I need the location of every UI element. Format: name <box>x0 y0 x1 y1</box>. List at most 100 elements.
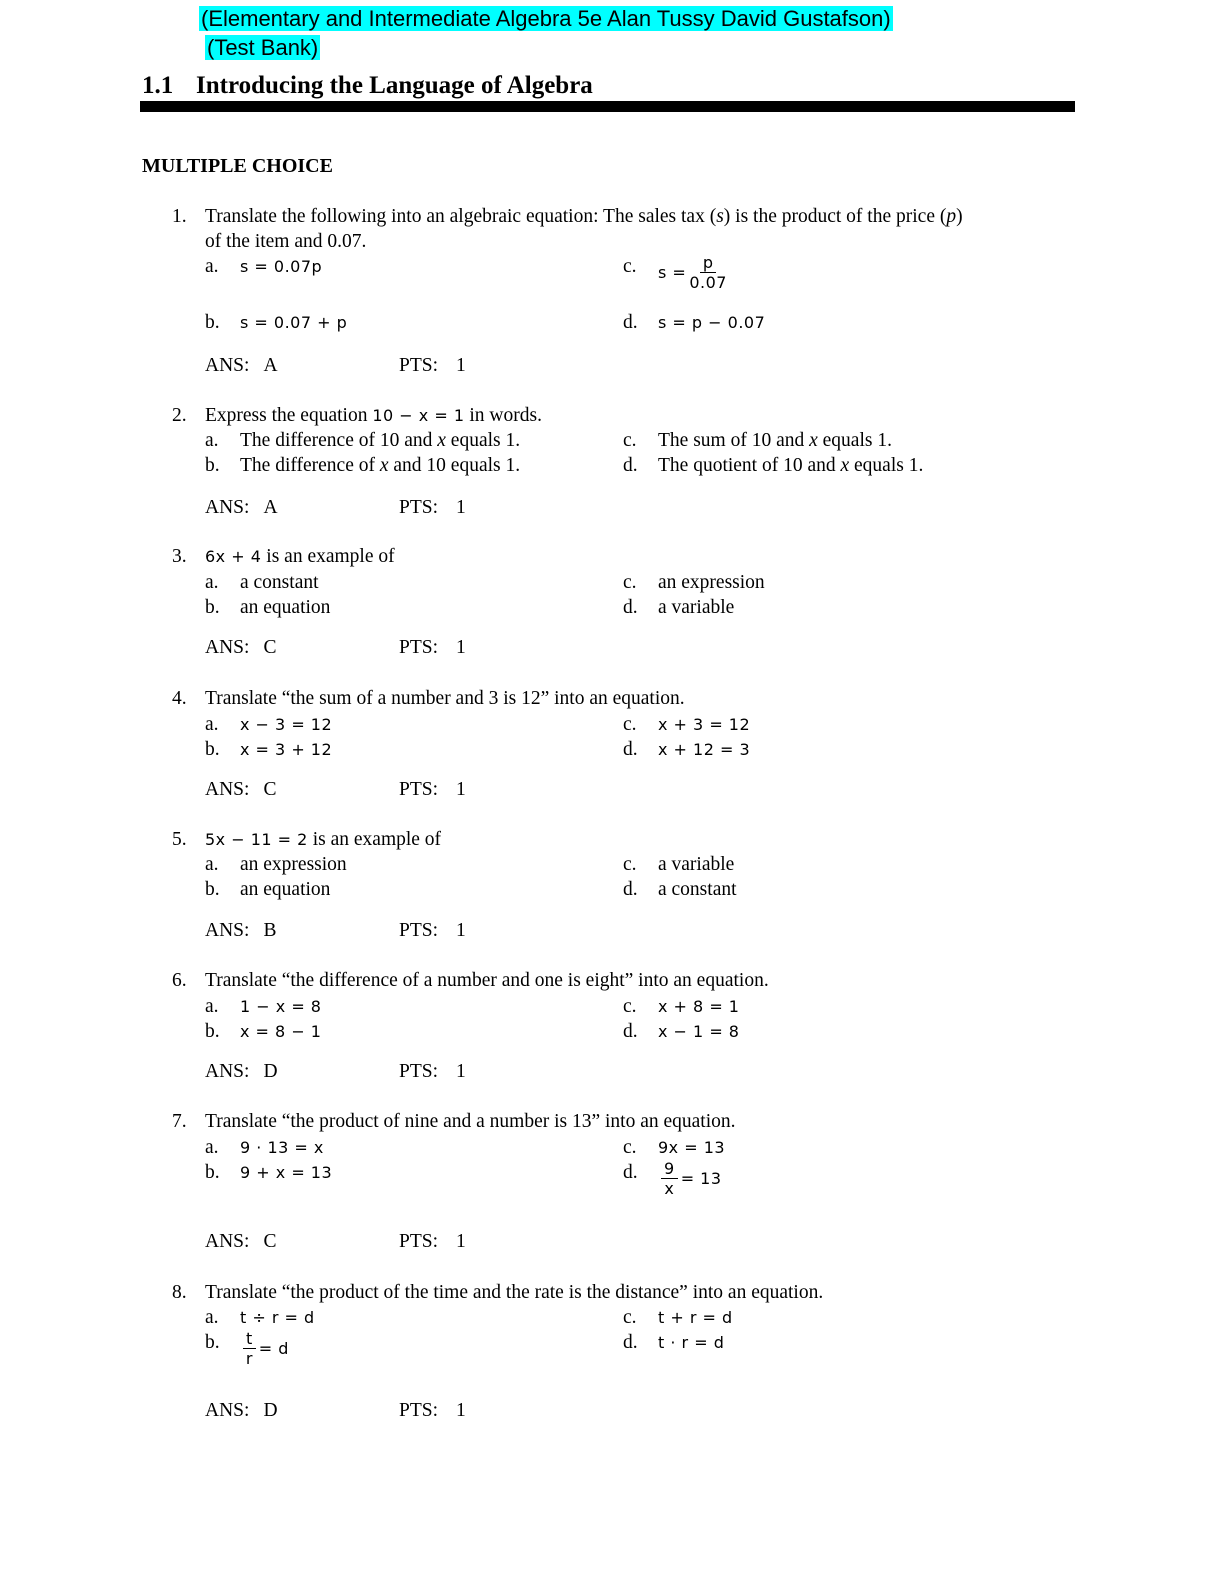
option-letter: c. <box>623 430 637 451</box>
option-letter: c. <box>623 1137 637 1158</box>
answer-option-b: b.The difference of x and 10 equals 1. <box>205 455 520 477</box>
highlighted-subtitle: (Test Bank) <box>205 35 321 60</box>
fraction-numerator: p <box>699 254 717 273</box>
text-segment: a variable <box>658 597 735 618</box>
variable: x <box>809 430 818 451</box>
option-letter: b. <box>205 739 220 760</box>
fraction-rhs: = 13 <box>680 1169 722 1188</box>
option-letter: a. <box>205 714 219 735</box>
variable: p <box>946 206 957 227</box>
option-letter: a. <box>205 854 219 875</box>
text-segment: ) <box>956 206 963 227</box>
text-segment: equals 1. <box>817 430 892 451</box>
section-title: Introducing the Language of Algebra <box>196 72 593 99</box>
option-letter: c. <box>623 996 637 1017</box>
question-stem: 6x + 4 is an example of <box>205 546 395 568</box>
points: PTS:1 <box>399 355 466 377</box>
option-math: t ÷ r = d <box>240 1308 315 1327</box>
question-stem: Translate the following into an algebrai… <box>205 206 963 228</box>
answer-option-b: b. x = 8 − 1 <box>205 1021 321 1043</box>
text-segment: a variable <box>658 854 735 875</box>
option-letter: c. <box>623 854 637 875</box>
option-math: s = 0.07p <box>240 257 323 276</box>
option-letter: b. <box>205 1021 220 1042</box>
answer-option-b: b. an equation <box>205 597 330 619</box>
option-math: x + 8 = 1 <box>658 997 740 1016</box>
text-segment: Express the equation <box>205 405 373 426</box>
pts-label: PTS: <box>399 355 439 376</box>
text-segment: an equation <box>240 879 331 900</box>
answer-key: ANS: C <box>205 1231 276 1253</box>
text-segment: The difference of <box>240 455 380 476</box>
answer-option-a: a.The difference of 10 and x equals 1. <box>205 430 520 452</box>
question-number: 3. <box>172 546 187 567</box>
pts-label: PTS: <box>399 1231 439 1252</box>
option-letter: b. <box>205 312 220 333</box>
question-number: 7. <box>172 1111 187 1132</box>
option-letter: b. <box>205 455 220 476</box>
option-math: s = p − 0.07 <box>658 313 766 332</box>
option-letter: b. <box>205 597 220 618</box>
answer-option-c: c. The sum of 10 and x equals 1. <box>623 430 892 452</box>
answer-option-d: d.The quotient of 10 and x equals 1. <box>623 455 923 477</box>
pts-label: PTS: <box>399 920 439 941</box>
ans-value: D <box>263 1061 278 1082</box>
ans-label: ANS: <box>205 497 250 518</box>
option-math: 9 · 13 = x <box>240 1138 324 1157</box>
option-math: s = 0.07 + p <box>240 313 348 332</box>
fraction-numerator: 9 <box>661 1160 678 1179</box>
option-letter: b. <box>205 879 220 900</box>
text-segment: The difference of 10 and <box>240 430 438 451</box>
pts-value: 1 <box>456 779 466 800</box>
question-stem: Express the equation 10 − x = 1 in words… <box>205 405 542 427</box>
option-math: 9x = 13 <box>658 1138 726 1157</box>
option-letter: c. <box>623 572 637 593</box>
ans-value: C <box>263 1231 277 1252</box>
text-segment: an expression <box>658 572 765 593</box>
answer-option-b: b.9 + x = 13 <box>205 1162 332 1184</box>
ans-value: B <box>263 920 277 941</box>
fraction-rhs: = d <box>258 1339 289 1358</box>
text-segment: an expression <box>240 854 347 875</box>
option-letter: a. <box>205 1307 219 1328</box>
answer-option-d: d.a variable <box>623 597 734 619</box>
answer-option-d: d. a constant <box>623 879 737 901</box>
answer-option-a: a.s = 0.07p <box>205 256 322 278</box>
text-segment: The quotient of 10 and <box>658 455 841 476</box>
points: PTS:1 <box>399 779 466 801</box>
ans-label: ANS: <box>205 1231 250 1252</box>
question-number: 4. <box>172 688 187 709</box>
text-segment: a constant <box>240 572 319 593</box>
answer-key: ANS:D <box>205 1061 278 1083</box>
answer-key: ANS:C <box>205 637 276 659</box>
option-letter: d. <box>623 879 638 900</box>
option-math: x − 1 = 8 <box>658 1022 740 1041</box>
text-segment: Translate “the difference of a number an… <box>205 970 769 991</box>
points: PTS:1 <box>399 637 466 659</box>
text-segment: The sum of 10 and <box>658 430 810 451</box>
answer-key: ANS:C <box>205 779 276 801</box>
subsection-heading: MULTIPLE CHOICE <box>142 155 333 177</box>
pts-value: 1 <box>456 1400 466 1421</box>
question-number: 5. <box>172 829 187 850</box>
text-segment: a constant <box>658 879 737 900</box>
fraction-denominator: 0.07 <box>689 273 727 292</box>
variable: s <box>716 206 724 227</box>
text-segment: an equation <box>240 597 331 618</box>
fraction-denominator: r <box>245 1349 253 1368</box>
answer-option-c: c. a variable <box>623 854 734 876</box>
answer-option-a: a.x − 3 = 12 <box>205 714 332 736</box>
pts-value: 1 <box>456 920 466 941</box>
text-segment: equals 1. <box>849 455 924 476</box>
answer-key: ANS:A <box>205 355 278 377</box>
option-math: x = 8 − 1 <box>240 1022 322 1041</box>
pts-label: PTS: <box>399 1061 439 1082</box>
text-segment: ) is the product of the price ( <box>723 206 947 227</box>
